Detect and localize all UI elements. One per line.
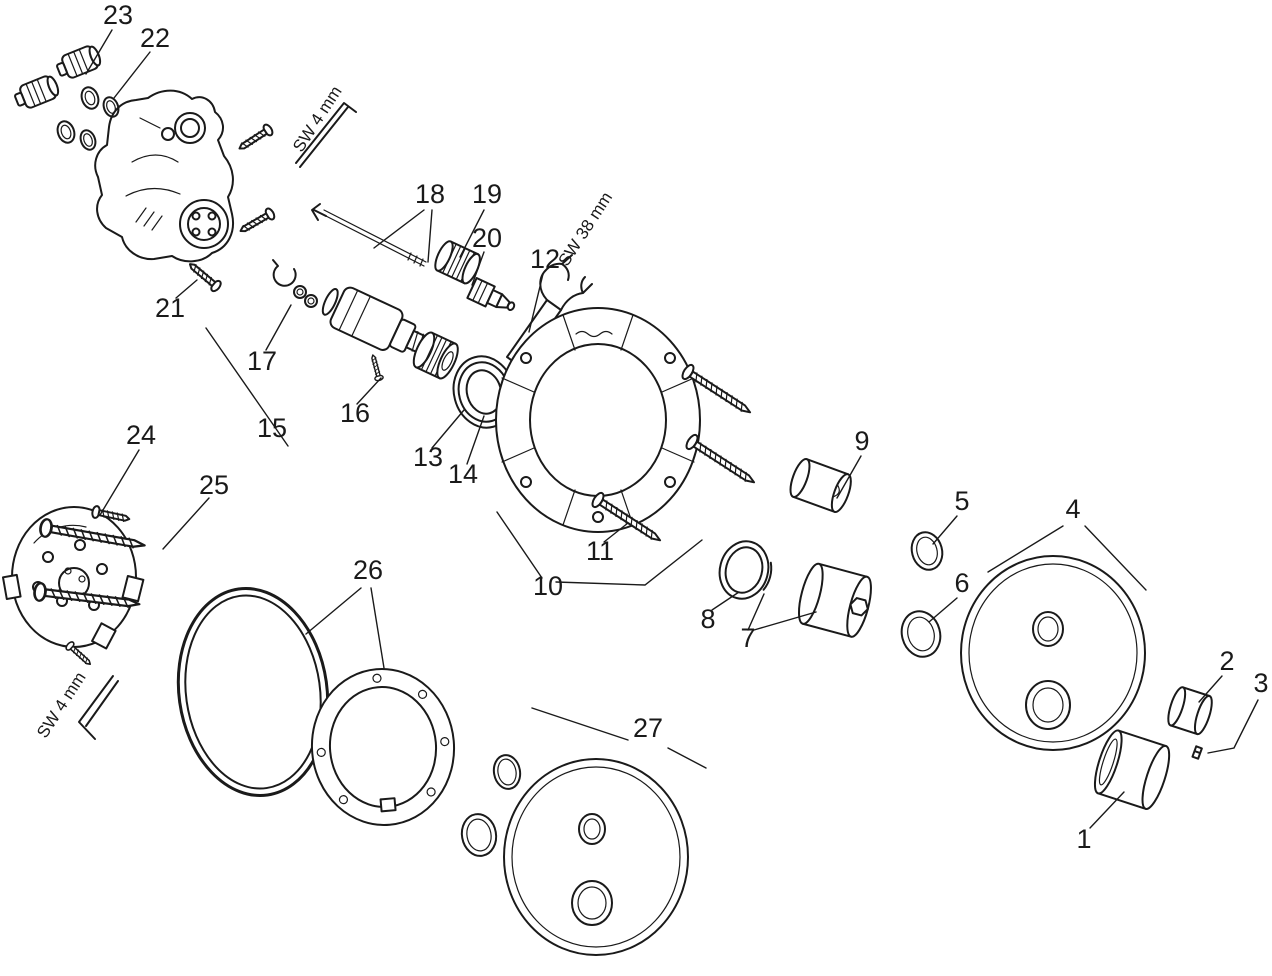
part-label-8: 8 [700, 604, 715, 634]
screw-16 [368, 353, 385, 383]
part-label-18: 18 [415, 179, 445, 209]
mounting-screw-mid [236, 206, 278, 238]
part-label-2: 2 [1219, 646, 1234, 676]
part-label-21: 21 [155, 293, 185, 323]
part-label-17: 17 [247, 346, 277, 376]
handle-1 [1093, 729, 1171, 810]
part-label-14: 14 [448, 459, 478, 489]
spacer-9 [789, 458, 852, 513]
carrier-plate-10 [495, 307, 701, 533]
o-ring-22d [79, 129, 97, 151]
part-label-1: 1 [1076, 824, 1091, 854]
adapter-19 [434, 240, 481, 285]
part-label-12: 12 [530, 244, 560, 274]
part-label-26: 26 [353, 555, 383, 585]
part-label-22: 22 [140, 23, 170, 53]
valve-body [94, 89, 234, 263]
circlip-17 [272, 259, 297, 287]
o-ring-22a [80, 86, 100, 110]
part-label-7: 7 [740, 623, 755, 653]
part-label-24: 24 [126, 420, 156, 450]
part-label-23: 23 [103, 0, 133, 30]
set-screw-3 [1191, 745, 1203, 760]
o-ring-22b [102, 96, 120, 118]
o-ring-small-a [492, 754, 522, 790]
o-ring-small-b [460, 813, 498, 857]
o-ring-22c [56, 120, 76, 144]
seal-ring-26a [176, 586, 330, 798]
leader-lines [85, 29, 1259, 829]
retainer-ring-26b [310, 668, 456, 826]
allen-key-bottom [78, 675, 119, 740]
part-label-13: 13 [413, 442, 443, 472]
part-label-20: 20 [472, 223, 502, 253]
annotation-sw4-bottom: SW 4 mm [33, 669, 90, 742]
escutcheon-27 [503, 758, 689, 956]
escutcheon-4 [960, 555, 1146, 751]
part-label-19: 19 [472, 179, 502, 209]
part-label-15: 15 [257, 413, 287, 443]
spindle-18 [311, 203, 427, 267]
mounting-screw-top [235, 122, 276, 155]
part-label-6: 6 [954, 568, 969, 598]
part-label-16: 16 [340, 398, 370, 428]
handle-2 [1167, 686, 1213, 736]
part-label-4: 4 [1065, 494, 1080, 524]
part-label-9: 9 [854, 426, 869, 456]
part-label-5: 5 [954, 486, 969, 516]
part-label-10: 10 [533, 571, 563, 601]
o-ring-5 [910, 531, 944, 571]
check-valve-a [11, 72, 63, 113]
annotation-sw38: SW 38 mm [555, 189, 617, 270]
o-ring-17b [304, 294, 318, 308]
part-label-25: 25 [199, 470, 229, 500]
part-label-3: 3 [1253, 668, 1268, 698]
sleeve-8 [718, 540, 773, 600]
extension-spindle-20 [466, 277, 516, 312]
part-label-27: 27 [633, 713, 663, 743]
check-valve-b [53, 42, 105, 83]
allen-key-top [295, 102, 357, 168]
o-ring-6 [900, 610, 942, 658]
knurled-nut [412, 331, 459, 380]
o-ring-17a [293, 285, 307, 299]
part-label-11: 11 [586, 536, 614, 566]
screw-21 [185, 258, 224, 294]
screw-11b [683, 432, 760, 491]
sleeve-7 [797, 562, 872, 638]
